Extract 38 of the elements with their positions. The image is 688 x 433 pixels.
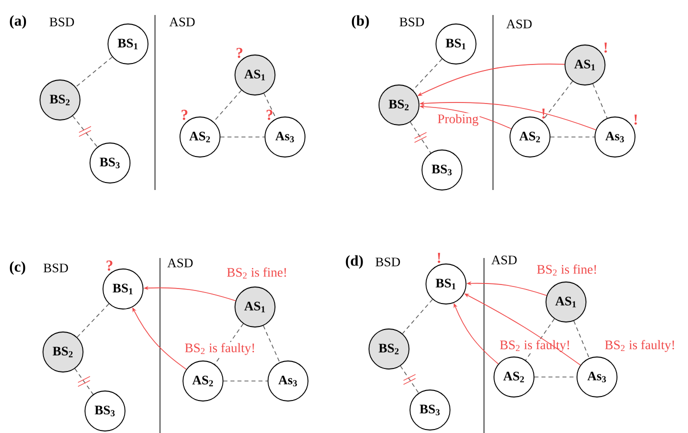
- panel-label: ASD: [167, 258, 193, 268]
- status-mark: !: [604, 42, 607, 53]
- edge-label: BS$_{2}$ is faulty!: [605, 340, 674, 352]
- link-line: [412, 58, 442, 90]
- link-line: [592, 83, 608, 119]
- link-line: [573, 320, 590, 358]
- panel-label: (d): [346, 255, 363, 269]
- panel-label: BSD: [44, 264, 68, 272]
- status-mark: ?: [106, 260, 112, 271]
- link-line: [75, 56, 113, 88]
- edge-label: BS$_{2}$ is faulty!: [185, 343, 254, 355]
- panel-label: ASD: [506, 20, 532, 28]
- link-line: [220, 136, 265, 138]
- edge-label: BS$_{2}$ is fine!: [227, 267, 286, 279]
- panel-label: (b): [352, 15, 369, 29]
- status-mark: !: [634, 114, 637, 125]
- link-line: [223, 380, 268, 382]
- link-line: [550, 136, 595, 138]
- panel-label: ASD: [169, 18, 195, 26]
- link-line: [410, 122, 432, 154]
- link-line: [402, 298, 433, 334]
- link-line: [262, 325, 280, 363]
- link-line: [264, 93, 276, 119]
- link-line: [76, 303, 110, 338]
- panel-label: ASD: [491, 256, 517, 264]
- panel-label: BSD: [400, 18, 424, 26]
- panel-label: (a): [10, 15, 26, 29]
- panel-label: (c): [10, 261, 26, 275]
- link-line: [542, 80, 573, 122]
- link-line: [72, 116, 98, 148]
- link-line: [74, 368, 94, 395]
- panel-label: BSD: [50, 18, 74, 26]
- edge-label: BS$_{2}$ is fine!: [537, 264, 596, 276]
- link-line: [400, 366, 419, 394]
- link-line: [213, 90, 242, 122]
- edge-label: Probing: [438, 114, 478, 126]
- panel-label: BSD: [376, 258, 400, 266]
- status-mark: !: [438, 252, 440, 263]
